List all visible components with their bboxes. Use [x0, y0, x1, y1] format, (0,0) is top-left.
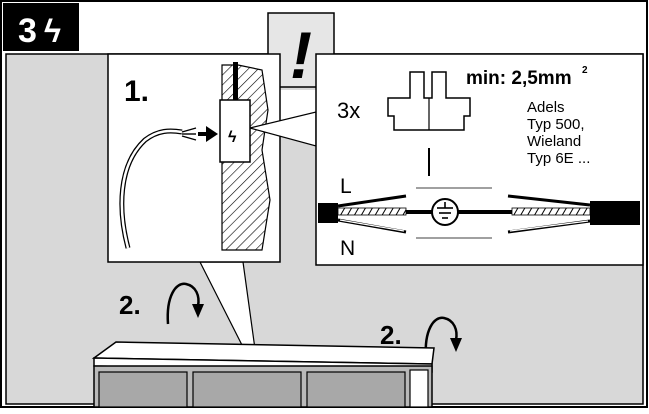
- terminal-type-line-4: Typ 6E ...: [527, 150, 590, 167]
- rotate-arrow-left-icon: [166, 282, 204, 325]
- wire-live-right: [507, 194, 591, 207]
- ground-symbol-icon: [431, 198, 459, 226]
- live-label: L: [340, 175, 352, 198]
- min-cross-section-exponent: 2: [582, 65, 588, 76]
- terminal-type-line-1: Adels: [527, 99, 565, 116]
- cabinet-side: [409, 369, 429, 408]
- detail-panel-right: min: 2,5mm 2 3x Adels Typ 500, Wieland T…: [315, 53, 644, 266]
- mirror-door-3: [306, 371, 406, 408]
- min-cross-section: min: 2,5mm: [466, 68, 572, 89]
- detail-panel-left: 1. ϟ: [107, 53, 281, 263]
- terminal-block-icon: [387, 71, 471, 131]
- neutral-label: N: [340, 237, 355, 260]
- step-number: 3: [18, 12, 37, 50]
- mounting-rod: [233, 62, 238, 102]
- voltage-icon: ϟ: [44, 13, 61, 49]
- terminal-type-line-3: Wieland: [527, 133, 581, 150]
- mirror-cabinet: [91, 341, 435, 408]
- rotate-arrow-right-icon: [424, 316, 462, 359]
- cable-right: [590, 201, 640, 225]
- step-2-label-left: 2.: [119, 290, 141, 320]
- cable-left: [318, 203, 338, 223]
- mirror-door-2: [192, 371, 302, 408]
- wire-live-left: [337, 194, 407, 208]
- step-1-label: 1.: [124, 75, 149, 108]
- wire-earth-right: [511, 207, 591, 216]
- step-badge: 3 ϟ: [3, 3, 79, 51]
- terminal-count: 3x: [337, 98, 360, 123]
- junction-box: [219, 99, 251, 163]
- voltage-icon-small: ϟ: [228, 129, 237, 146]
- wire-earth-left: [337, 207, 407, 216]
- step-2-label-right: 2.: [380, 320, 402, 350]
- mirror-door-1: [98, 371, 188, 408]
- terminal-type-line-2: Typ 500,: [527, 116, 585, 133]
- cable-inner: [120, 129, 183, 249]
- exclamation-icon: !: [290, 18, 312, 92]
